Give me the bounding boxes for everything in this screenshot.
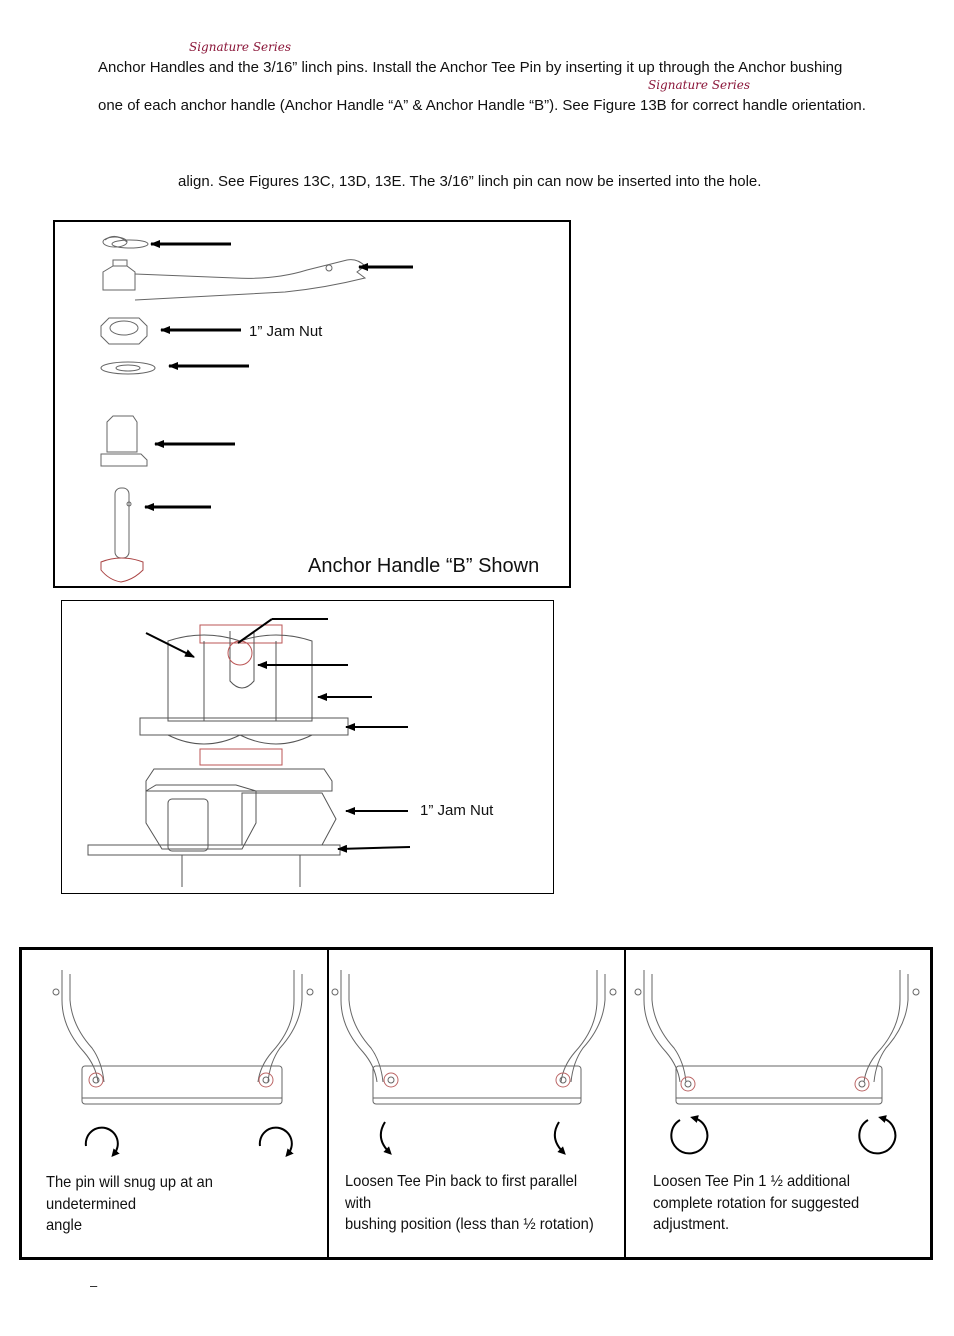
anchor-bushing-part [100, 415, 148, 467]
instruction-line-3: align. See Figures 13C, 13D, 13E. The 3/… [178, 173, 762, 190]
step-3-drawing [634, 970, 920, 1155]
jam-nut-part [100, 317, 148, 345]
tee-pin-part [100, 487, 144, 583]
linch-pin-part [102, 236, 149, 249]
figure-caption: Anchor Handle “B” Shown [308, 555, 540, 577]
step-3-text: Loosen Tee Pin 1 ½ additional complete r… [653, 1173, 860, 1233]
signature-series-logo-2: Signature Series [648, 78, 750, 92]
washer-part [100, 361, 156, 375]
signature-series-logo-1: Signature Series [189, 40, 291, 54]
step-2-drawing [331, 970, 617, 1155]
step-cell-3: Loosen Tee Pin 1 ½ additional complete r… [624, 950, 930, 1257]
adjustment-steps-table: The pin will snug up at an undetermined … [19, 947, 933, 1260]
step-2-text: Loosen Tee Pin back to first parallel wi… [345, 1173, 594, 1233]
anchor-handle-part [102, 259, 367, 301]
step-cell-2: Loosen Tee Pin back to first parallel wi… [327, 950, 625, 1257]
assembled-view-drawing [87, 618, 411, 887]
instruction-line-1: Anchor Handles and the 3/16” linch pins.… [98, 59, 843, 76]
jam-nut-label-assembled: 1” Jam Nut [420, 802, 494, 819]
assembled-view-figure: 1” Jam Nut [61, 600, 554, 894]
exploded-parts-figure: 1” Jam Nut Anchor Handle “B” Shown [53, 220, 571, 588]
step-1-text: The pin will snug up at an undetermined … [46, 1174, 213, 1234]
footer-mark: – [90, 1278, 98, 1293]
instruction-line-2: one of each anchor handle (Anchor Handle… [98, 97, 866, 114]
step-cell-1: The pin will snug up at an undetermined … [22, 950, 328, 1257]
step-1-drawing [52, 970, 314, 1158]
exploded-parts-drawing [100, 236, 413, 583]
jam-nut-label: 1” Jam Nut [249, 323, 323, 340]
